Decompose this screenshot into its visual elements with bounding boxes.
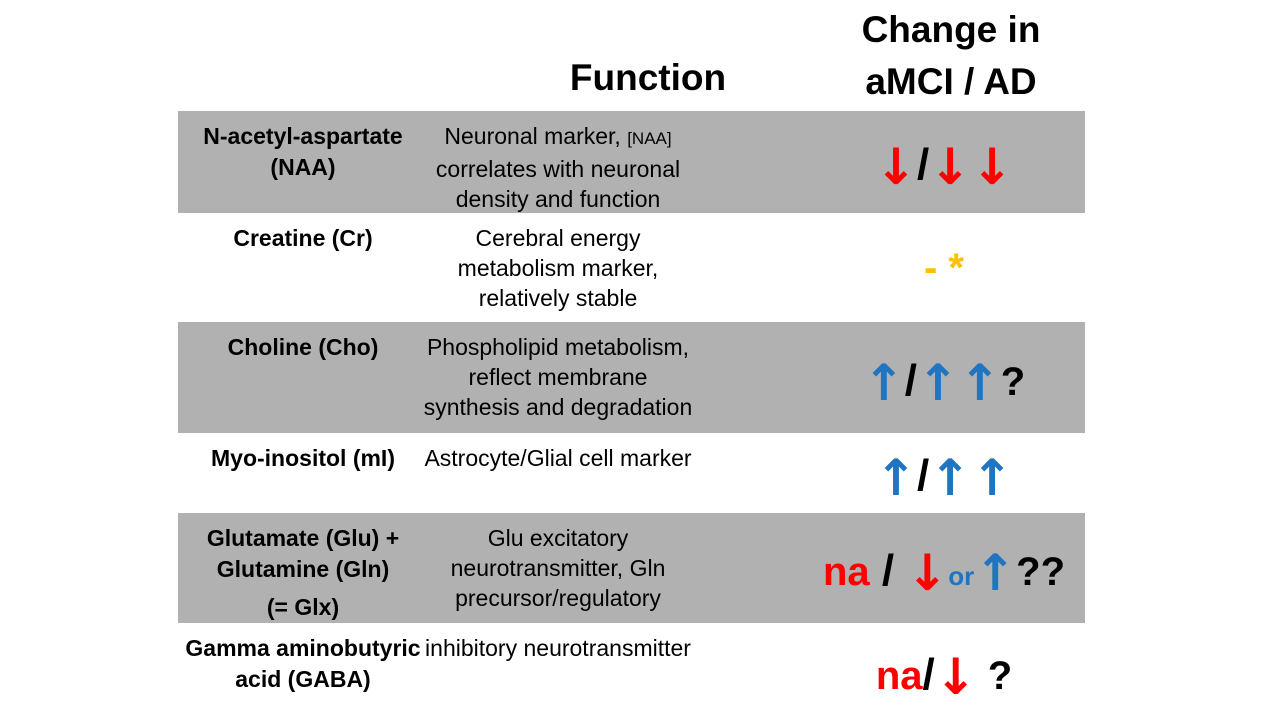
table-row: Myo-inositol (mI) Astrocyte/Glial cell ma…: [178, 433, 1085, 513]
function-cell: inhibitory neurotransmitter: [418, 623, 698, 720]
change-column-header: Change in aMCI / AD: [751, 4, 1151, 108]
function-cell: Neuronal marker, [NAA] correlates with ne…: [418, 111, 698, 213]
function-cell: Astrocyte/Glial cell marker: [418, 433, 698, 513]
change-text: - *: [924, 245, 964, 290]
metabolite-sub-label: (= Glx): [266, 594, 340, 620]
function-text: correlates with neuronal: [435, 156, 681, 182]
function-text: density and function: [455, 186, 661, 212]
change-text: na: [822, 550, 870, 594]
metabolite-cell: Creatine (Cr): [178, 213, 428, 322]
change-value: na / ↓or↑??: [822, 543, 1066, 598]
change-value: ↑/↑↑: [875, 448, 1013, 503]
table-row: N-acetyl-aspartate (NAA) Neuronal marker, …: [178, 111, 1085, 213]
change-text: ?: [976, 653, 1013, 698]
change-text: ?: [1000, 359, 1026, 404]
table-body: N-acetyl-aspartate (NAA) Neuronal marker, …: [178, 111, 1085, 720]
change-text: na: [875, 653, 923, 698]
change-header-line1: Change in: [861, 9, 1041, 50]
metabolite-name: Glutamine (Gln): [216, 556, 390, 582]
metabolite-cell: Glutamate (Glu) + Glutamine (Gln) (= Glx): [178, 513, 428, 623]
change-text: /: [916, 451, 930, 500]
change-cell: ↓/↓↓: [803, 111, 1085, 213]
change-cell: ↑/↑↑?: [803, 322, 1085, 433]
table-row: Creatine (Cr) Cerebral energy metabolism m…: [178, 213, 1085, 322]
function-text: synthesis and degradation: [423, 394, 693, 420]
down-arrow-icon: ↓: [906, 544, 949, 602]
change-cell: na / ↓or↑??: [803, 513, 1085, 623]
change-cell: - *: [803, 213, 1085, 322]
function-text: Neuronal marker,: [444, 123, 628, 149]
function-cell: Glu excitatory neurotransmitter, Gln precu…: [418, 513, 698, 623]
change-value: ↑/↑↑?: [863, 353, 1026, 408]
function-text: neurotransmitter, Gln: [450, 555, 666, 581]
metabolite-name: Gamma aminobutyric: [185, 635, 421, 661]
function-text: Phospholipid metabolism,: [426, 334, 690, 360]
metabolite-name: (NAA): [270, 154, 336, 180]
change-cell: ↑/↑↑: [803, 433, 1085, 513]
change-text: /: [904, 355, 917, 405]
function-text: metabolism marker,: [457, 255, 659, 281]
down-arrow-icon: ↓↓: [929, 138, 1013, 196]
change-text: /: [922, 649, 935, 699]
table-row: Glutamate (Glu) +Glutamine (Gln)(= Glx)G…: [178, 513, 1085, 623]
change-text: /: [869, 546, 907, 595]
function-cell: Cerebral energy metabolism marker, relativ…: [418, 213, 698, 322]
metabolite-name: Creatine (Cr): [233, 225, 373, 251]
function-text: Glu excitatory: [487, 525, 629, 551]
function-text: Cerebral energy: [475, 225, 641, 251]
metabolite-cell: Gamma aminobutyric acid (GABA): [178, 623, 428, 720]
change-value: ↓/↓↓: [875, 137, 1013, 192]
change-text: /: [916, 140, 930, 189]
up-arrow-icon: ↑↑: [916, 353, 1001, 412]
metabolite-name: Choline (Cho): [227, 334, 379, 360]
up-arrow-icon: ↑: [862, 353, 905, 412]
metabolite-table: N-acetyl-aspartate (NAA) Neuronal marker, …: [178, 111, 1085, 720]
down-arrow-icon: ↓: [875, 138, 917, 196]
function-column-header: Function: [569, 57, 727, 98]
change-text: or: [948, 561, 975, 591]
change-value: - *: [924, 248, 964, 288]
up-arrow-icon: ↑: [974, 544, 1017, 602]
change-header-line2: aMCI / AD: [865, 61, 1037, 102]
metabolite-cell: Myo-inositol (mI): [178, 433, 428, 513]
table-row: Gamma aminobutyric acid (GABA) inhibitory …: [178, 623, 1085, 720]
function-cell: Phospholipid metabolism, reflect membrane…: [418, 322, 698, 433]
metabolite-cell: Choline (Cho): [178, 322, 428, 433]
metabolite-name: Glutamate (Glu) +: [206, 525, 400, 551]
change-value: na/↓ ?: [875, 647, 1013, 702]
function-text: reflect membrane: [468, 364, 648, 390]
metabolite-name: Myo-inositol (mI): [211, 445, 395, 471]
function-text: relatively stable: [478, 285, 638, 311]
down-arrow-icon: ↓: [934, 647, 977, 706]
change-cell: na/↓ ?: [803, 623, 1085, 720]
function-text: Astrocyte/Glial cell marker: [424, 445, 692, 471]
up-arrow-icon: ↑↑: [929, 449, 1013, 507]
function-text: [NAA]: [627, 129, 672, 148]
function-text: precursor/regulatory: [455, 585, 661, 611]
change-text: ??: [1016, 550, 1066, 594]
metabolite-name: N-acetyl-aspartate: [203, 123, 403, 149]
function-text: inhibitory neurotransmitter: [425, 635, 691, 661]
metabolite-name: acid (GABA): [235, 666, 371, 692]
table-row: Choline (Cho) Phospholipid metabolism, ref…: [178, 322, 1085, 433]
metabolite-cell: N-acetyl-aspartate (NAA): [178, 111, 428, 213]
up-arrow-icon: ↑: [875, 449, 917, 507]
